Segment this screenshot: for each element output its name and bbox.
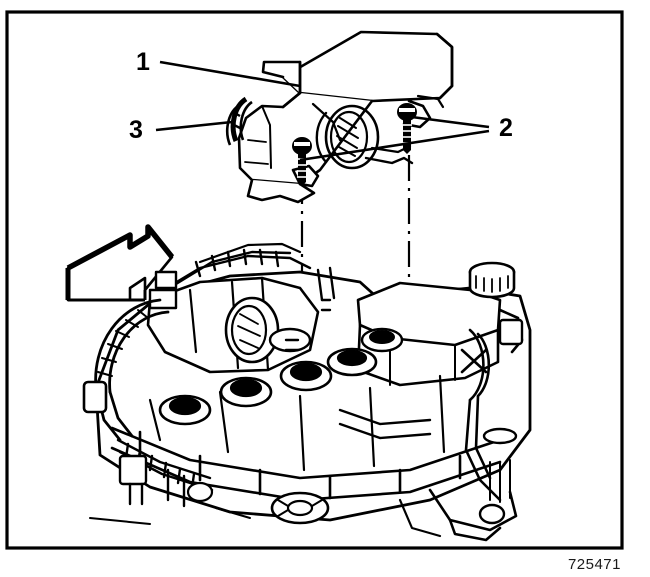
callout-leader-lines (155, 60, 490, 162)
callout-2-leader-b (299, 129, 490, 162)
right-side-hoses (460, 308, 524, 503)
air-intake-resonator-cover (237, 30, 454, 204)
callout-number-3: 3 (129, 116, 143, 144)
figure-id-label: 725471 (568, 556, 621, 573)
engine-pulley (270, 491, 330, 525)
callout-number-2: 2 (499, 114, 513, 142)
engine-lower-left-detail (89, 454, 251, 525)
intake-hose-loop (82, 298, 170, 442)
engine-surface-hashes (284, 298, 332, 352)
cover-mounting-bolt-left (292, 137, 312, 186)
engine-mount-bracket (398, 488, 518, 542)
engine-wiring-harness (148, 242, 312, 310)
callout-1-leader (159, 60, 301, 88)
engine-assembly (82, 242, 532, 542)
callout-2-leader-a (403, 114, 490, 129)
cover-seal-grommet (225, 96, 253, 146)
cover-intake-bore (315, 104, 380, 170)
callout-3-leader (155, 120, 233, 132)
throttle-body-bore (224, 296, 280, 364)
callout-number-1: 1 (136, 48, 150, 76)
figure-border (5, 10, 624, 550)
oil-fill-cap (468, 261, 516, 299)
engine-center-rail (316, 266, 432, 440)
cam-cover-bosses (158, 327, 404, 426)
